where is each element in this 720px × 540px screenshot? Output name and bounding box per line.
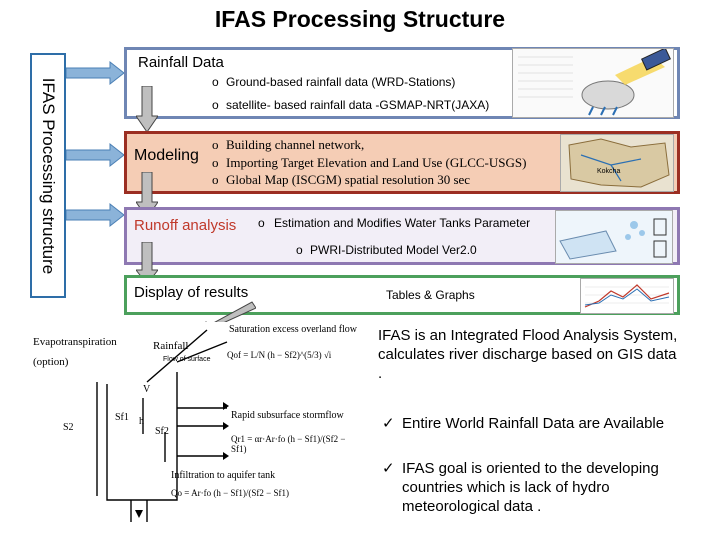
ifas-description: IFAS is an Integrated Flood Analysis Sys… (378, 327, 678, 382)
runoff-heading: Runoff analysis (134, 217, 237, 234)
display-item: Tables & Graphs (386, 288, 475, 302)
rainfall-satellite-image (512, 48, 674, 118)
satellite-icon (518, 49, 671, 116)
check-item-1: ✓ Entire World Rainfall Data are Availabl… (382, 414, 702, 433)
tank-model-icon (559, 218, 667, 260)
check-item-2: ✓ IFAS goal is oriented to the developing… (382, 459, 704, 516)
page-title: IFAS Processing Structure (214, 6, 506, 32)
check-item-1-text: Entire World Rainfall Data are Available (402, 415, 665, 432)
diagram-sf2: Sf2 (155, 426, 169, 437)
bullet-icon: o (212, 172, 219, 187)
rainfall-item-2-text: satellite- based rainfall data -GSMAP-NR… (226, 98, 490, 112)
sidebar-connectors (66, 60, 125, 228)
line-graph-icon (584, 284, 670, 308)
modeling-heading: Modeling (134, 147, 199, 164)
tank-model-image (555, 210, 673, 264)
modeling-item-1-text: Building channel network, (226, 137, 365, 152)
modeling-item-1: o Building channel network, (212, 137, 364, 153)
tank-diagram-graphic (96, 329, 229, 522)
rainfall-item-1: o Ground-based rainfall data (WRD-Station… (212, 75, 455, 89)
graph-thumbnail (580, 278, 674, 314)
bullet-icon: o (212, 75, 219, 89)
runoff-item-2-text: PWRI-Distributed Model Ver2.0 (310, 243, 477, 257)
sidebar-label-box: IFAS Processing structure (30, 53, 66, 298)
bullet-icon: o (296, 243, 303, 257)
rainfall-item-1-text: Ground-based rainfall data (WRD-Stations… (226, 75, 456, 89)
diagram-rainfall: Rainfall (153, 340, 189, 352)
check-icon: ✓ (382, 415, 395, 432)
diagram-sf1: Sf1 (115, 412, 129, 423)
diagram-h: h (139, 416, 144, 427)
modeling-item-2: o Importing Target Elevation and Land Use… (212, 155, 526, 171)
diagram-flow-of-surface: Flow of surface (163, 356, 211, 363)
runoff-item-2: o PWRI-Distributed Model Ver2.0 (296, 243, 477, 257)
display-heading: Display of results (134, 284, 249, 301)
diagram-eq-overland: Qof = L/N (h − Sf2)^(5/3) √i (227, 350, 332, 360)
diagram-option: (option) (33, 356, 69, 368)
diagram-eq-rapid: Qr1 = αr·Ar·fo (h − Sf1)/(Sf2 − Sf1) (231, 434, 346, 454)
diagram-evapotranspiration: Evapotranspiration (33, 336, 117, 348)
map-label: Kokcha (597, 168, 621, 175)
diagram-s2-left: S2 (63, 422, 74, 433)
bullet-icon: o (212, 98, 219, 112)
down-arrow-rain-model (136, 86, 158, 133)
diagram-eq-infil: Qo = Ar·fo (h − Sf1)/(Sf2 − Sf1) (171, 488, 289, 498)
modeling-item-3: o Global Map (ISCGM) spatial resolution 3… (212, 172, 470, 188)
diagram-rapid-flow: Rapid subsurface stormflow (231, 410, 344, 421)
diagram-v: V (143, 384, 151, 395)
rainfall-heading: Rainfall Data (138, 54, 224, 71)
check-item-2-text: IFAS goal is oriented to the developing … (402, 460, 659, 515)
bullet-icon: o (212, 137, 219, 152)
kokcha-map: Kokcha (560, 134, 674, 192)
runoff-item-1: o Estimation and Modifies Water Tanks Par… (258, 216, 530, 230)
check-icon: ✓ (382, 460, 395, 477)
modeling-item-2-text: Importing Target Elevation and Land Use … (226, 155, 527, 170)
sidebar-label: IFAS Processing structure (39, 77, 58, 274)
connector-arrow-modeling (66, 142, 125, 168)
bullet-icon: o (212, 155, 219, 170)
modeling-item-3-text: Global Map (ISCGM) spatial resolution 30… (226, 172, 471, 187)
rainfall-item-2: o satellite- based rainfall data -GSMAP-N… (212, 98, 489, 112)
connector-arrow-rainfall (66, 60, 125, 86)
diagram-infiltration: Infiltration to aquifer tank (171, 470, 276, 481)
bullet-icon: o (258, 216, 265, 230)
watershed-map-icon (568, 138, 670, 188)
runoff-item-1-text: Estimation and Modifies Water Tanks Para… (274, 216, 531, 230)
diagram-saturation: Saturation excess overland flow (229, 324, 358, 335)
tank-model-diagram: Evapotranspiration (option) Rainfall Sat… (27, 322, 363, 522)
connector-arrow-runoff (66, 202, 125, 228)
